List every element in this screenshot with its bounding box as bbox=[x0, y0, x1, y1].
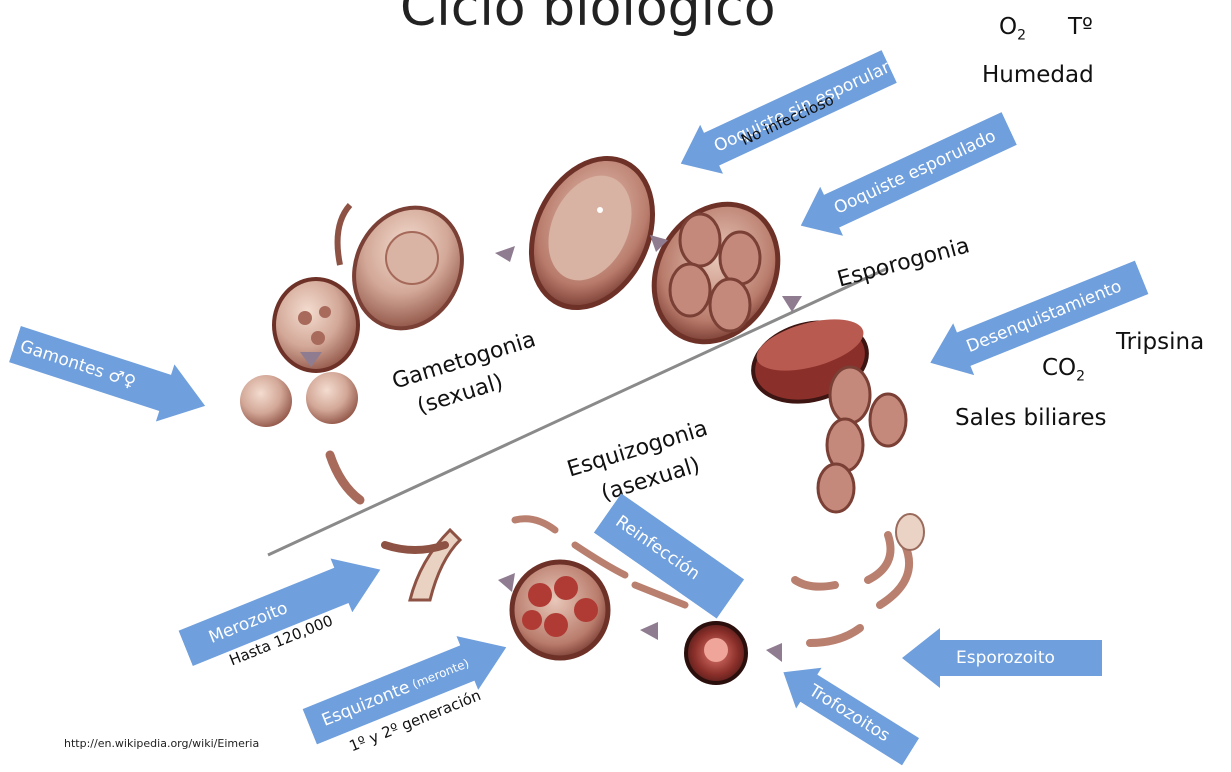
sporozoite-arrow: Esporozoito bbox=[902, 628, 1102, 688]
bile-salts-label: Sales biliares bbox=[955, 405, 1106, 431]
phase-divider-line bbox=[268, 268, 888, 555]
oxygen-label: O2 bbox=[999, 14, 1026, 44]
temperature-label: Tº bbox=[1068, 14, 1093, 40]
page-title: Ciclo biológico bbox=[400, 0, 776, 38]
sporozoites bbox=[795, 514, 924, 643]
unsporulated-oocyst bbox=[495, 139, 676, 328]
excysting-oocyst bbox=[744, 310, 906, 512]
sporozoite-label: Esporozoito bbox=[956, 628, 1102, 688]
source-url: http://en.wikipedia.org/wiki/Eimeria bbox=[64, 737, 259, 750]
gametocyte-cells bbox=[240, 190, 481, 500]
humidity-label: Humedad bbox=[982, 62, 1094, 88]
co2-label: CO2 bbox=[1042, 355, 1085, 385]
trypsin-label: Tripsina bbox=[1116, 329, 1204, 355]
schizont bbox=[498, 562, 658, 658]
schizont-note: (meronte) bbox=[410, 656, 471, 692]
trophozoite bbox=[686, 623, 782, 683]
